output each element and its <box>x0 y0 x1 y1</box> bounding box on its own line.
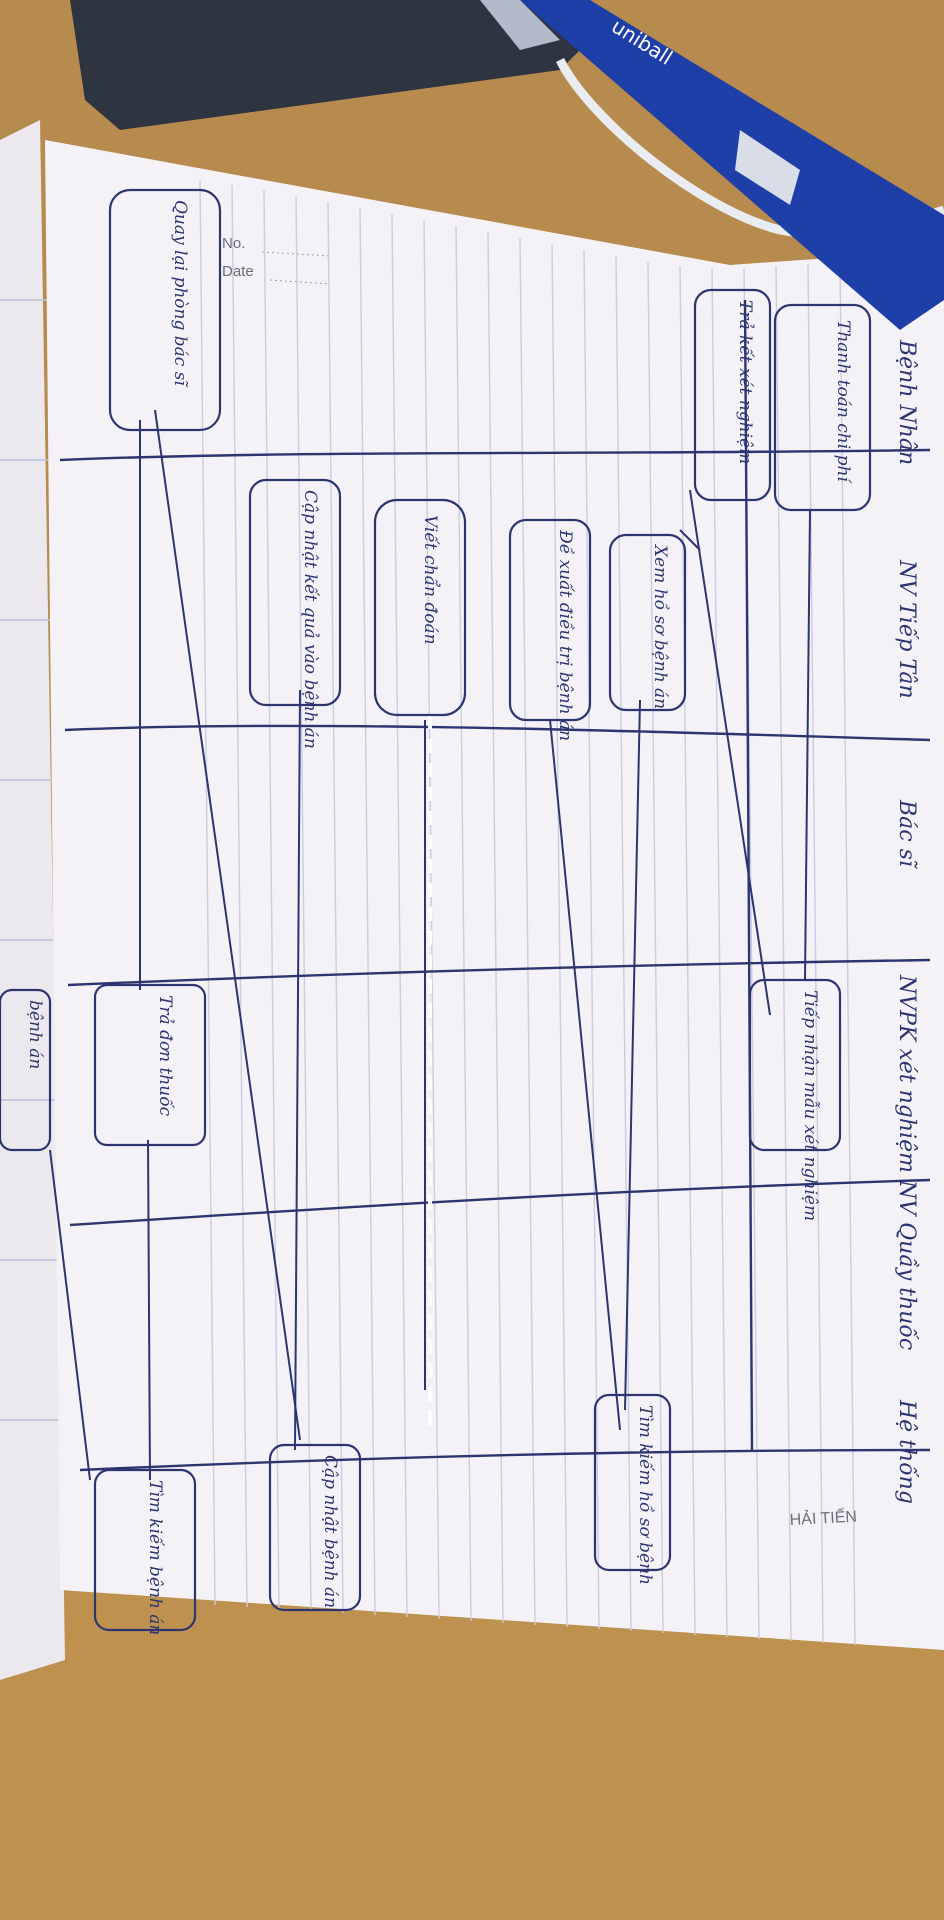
box-xem-ho-so: Xem hồ sơ bệnh án <box>650 543 670 709</box>
notebook-brand: HẢI TIẾN <box>789 1506 857 1528</box>
box-quay-lai: Quay lại phòng bác sĩ <box>170 200 190 387</box>
notebook-date-label: Date <box>222 263 254 280</box>
left-page-edge <box>0 120 65 1680</box>
ruled-lines <box>199 179 856 1646</box>
date-dotted-line <box>269 279 331 285</box>
box-thanh-toan: Thanh toán chi phí <box>833 320 853 484</box>
box-tim-kiem-ho-so: Tìm kiếm hồ sơ bệnh <box>635 1405 655 1585</box>
lane-label-tiep-tan: NV Tiếp Tân <box>894 559 920 699</box>
lane-label-quay-thuoc: NV Quầy thuốc <box>894 1179 920 1350</box>
box-viet-chan-doan: Viết chẩn đoán <box>420 515 440 645</box>
flow-boxes <box>0 188 872 1632</box>
lane-label-he-thong: Hệ thống <box>894 1399 920 1504</box>
box-tim-kiem-ba: Tìm kiếm bệnh án <box>145 1480 165 1635</box>
box-de-xuat: Đề xuất điều trị bệnh án <box>555 529 575 741</box>
no-dotted-line <box>261 251 331 257</box>
box-cap-nhat-kq: Cập nhật kết quả vào bệnh án <box>300 490 320 749</box>
box-cap-nhat-ba: Cập nhật bệnh án <box>320 1455 340 1608</box>
dark-tablet <box>70 0 600 130</box>
lane-label-xet-nghiem: NVPK xét nghiệm <box>894 974 919 1173</box>
notebook-no-label: No. <box>222 235 245 252</box>
lane-headers: Bệnh Nhân NV Tiếp Tân Bác sĩ NVPK xét ng… <box>894 339 920 1504</box>
box-tra-don-thuoc: Trả đơn thuốc <box>155 995 175 1117</box>
box-tra-ket-xn: Trả kết xét nghiệm <box>735 300 755 464</box>
box-benh-an-partial: bệnh án <box>25 1000 45 1069</box>
flow-arrows <box>49 409 811 1481</box>
lane-dividers <box>59 299 931 1472</box>
lane-label-bac-si: Bác sĩ <box>894 799 919 869</box>
box-labels: Thanh toán chi phí Trả kết xét nghiệm Xe… <box>25 200 853 1635</box>
box-tiep-nhan-mau: Tiếp nhận mẫu xét nghiệm <box>800 990 820 1221</box>
lane-label-benh-nhan: Bệnh Nhân <box>894 339 919 465</box>
